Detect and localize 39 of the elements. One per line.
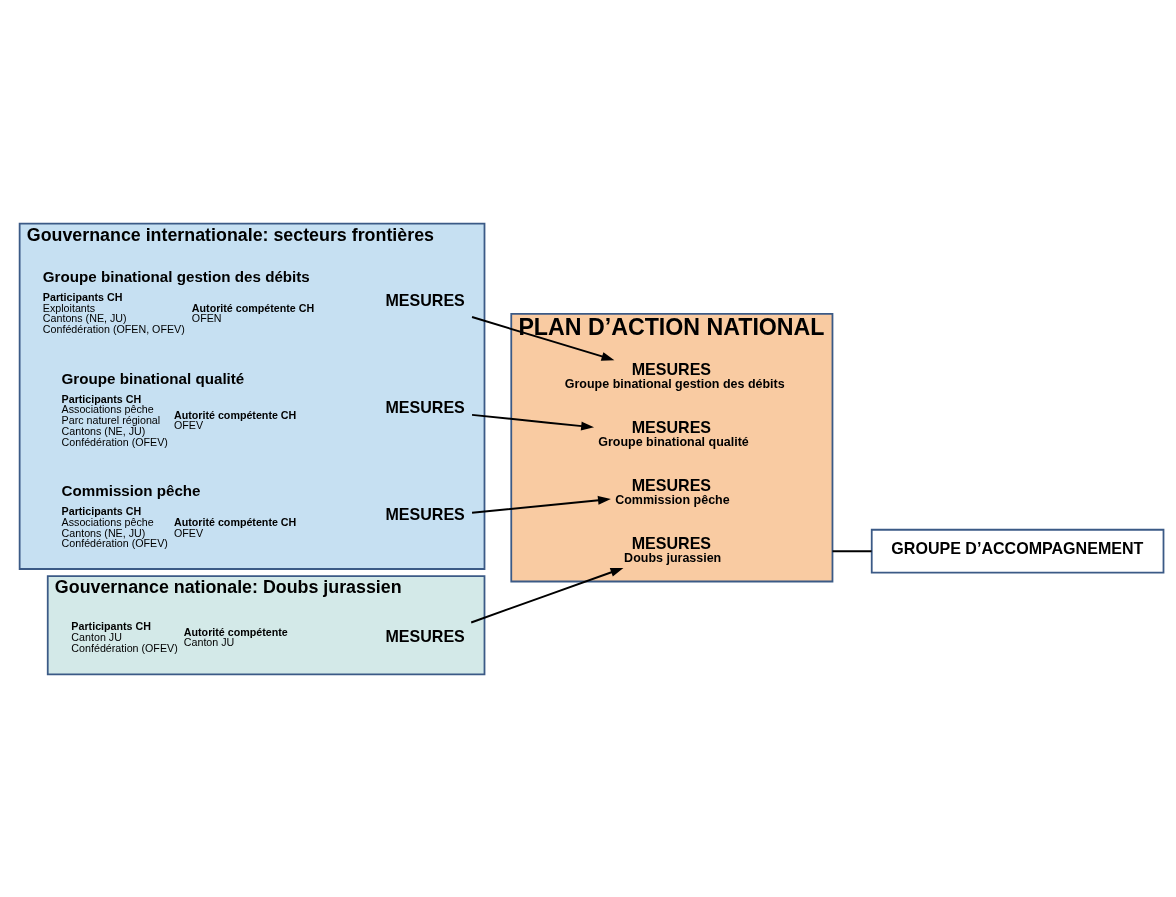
node-text: MESURES	[385, 397, 465, 416]
label: Autorité compétente CH	[174, 515, 297, 528]
node-text: MESURES	[385, 626, 465, 645]
label: Groupe binational qualité	[61, 369, 245, 387]
label: Commission pêche	[61, 481, 201, 499]
label: Participants CH	[61, 392, 142, 405]
label: Confédération (OFEV)	[61, 536, 168, 549]
label: Canton JU	[183, 635, 235, 648]
label: Parc naturel régional	[61, 413, 161, 426]
label: Autorité compétente CH	[174, 408, 297, 421]
label: OFEN	[191, 311, 222, 324]
arrow	[471, 413, 595, 431]
node-text: MESURES Groupe binational gestion des débits	[564, 359, 785, 391]
label: Confédération (OFEN, OFEV)	[42, 322, 185, 335]
label: Exploitants	[42, 301, 96, 314]
label: Confédération (OFEV)	[61, 435, 168, 448]
label: Participants CH	[61, 504, 142, 517]
node-text: MESURES	[385, 290, 465, 309]
node-text: MESURES Groupe binational qualité	[598, 417, 749, 449]
label: OFEV	[174, 526, 204, 539]
label: Participants CH	[42, 290, 123, 303]
label: Groupe binational gestion des débits	[42, 267, 310, 285]
label: Participants CH	[71, 619, 151, 632]
node-text: MESURES Commission pêche	[615, 475, 730, 507]
connector	[831, 549, 873, 552]
label: Cantons (NE, JU)	[61, 526, 146, 539]
label: Cantons (NE, JU)	[61, 424, 146, 437]
node-text: MESURES	[385, 504, 465, 523]
label: Canton JU	[71, 630, 122, 643]
arrow	[470, 567, 624, 623]
label: Confédération (OFEV)	[71, 641, 178, 654]
label: Autorité compétente CH	[191, 301, 315, 314]
node-text: MESURES Doubs jurassien	[624, 533, 722, 565]
arrow	[471, 495, 611, 514]
label: Autorité compétente	[183, 625, 288, 638]
label: Associations pêche	[61, 402, 154, 415]
label: Associations pêche	[61, 515, 154, 528]
label: OFEV	[174, 418, 204, 431]
node-box: GROUPE D’ACCOMPAGNEMENT	[870, 528, 1165, 573]
